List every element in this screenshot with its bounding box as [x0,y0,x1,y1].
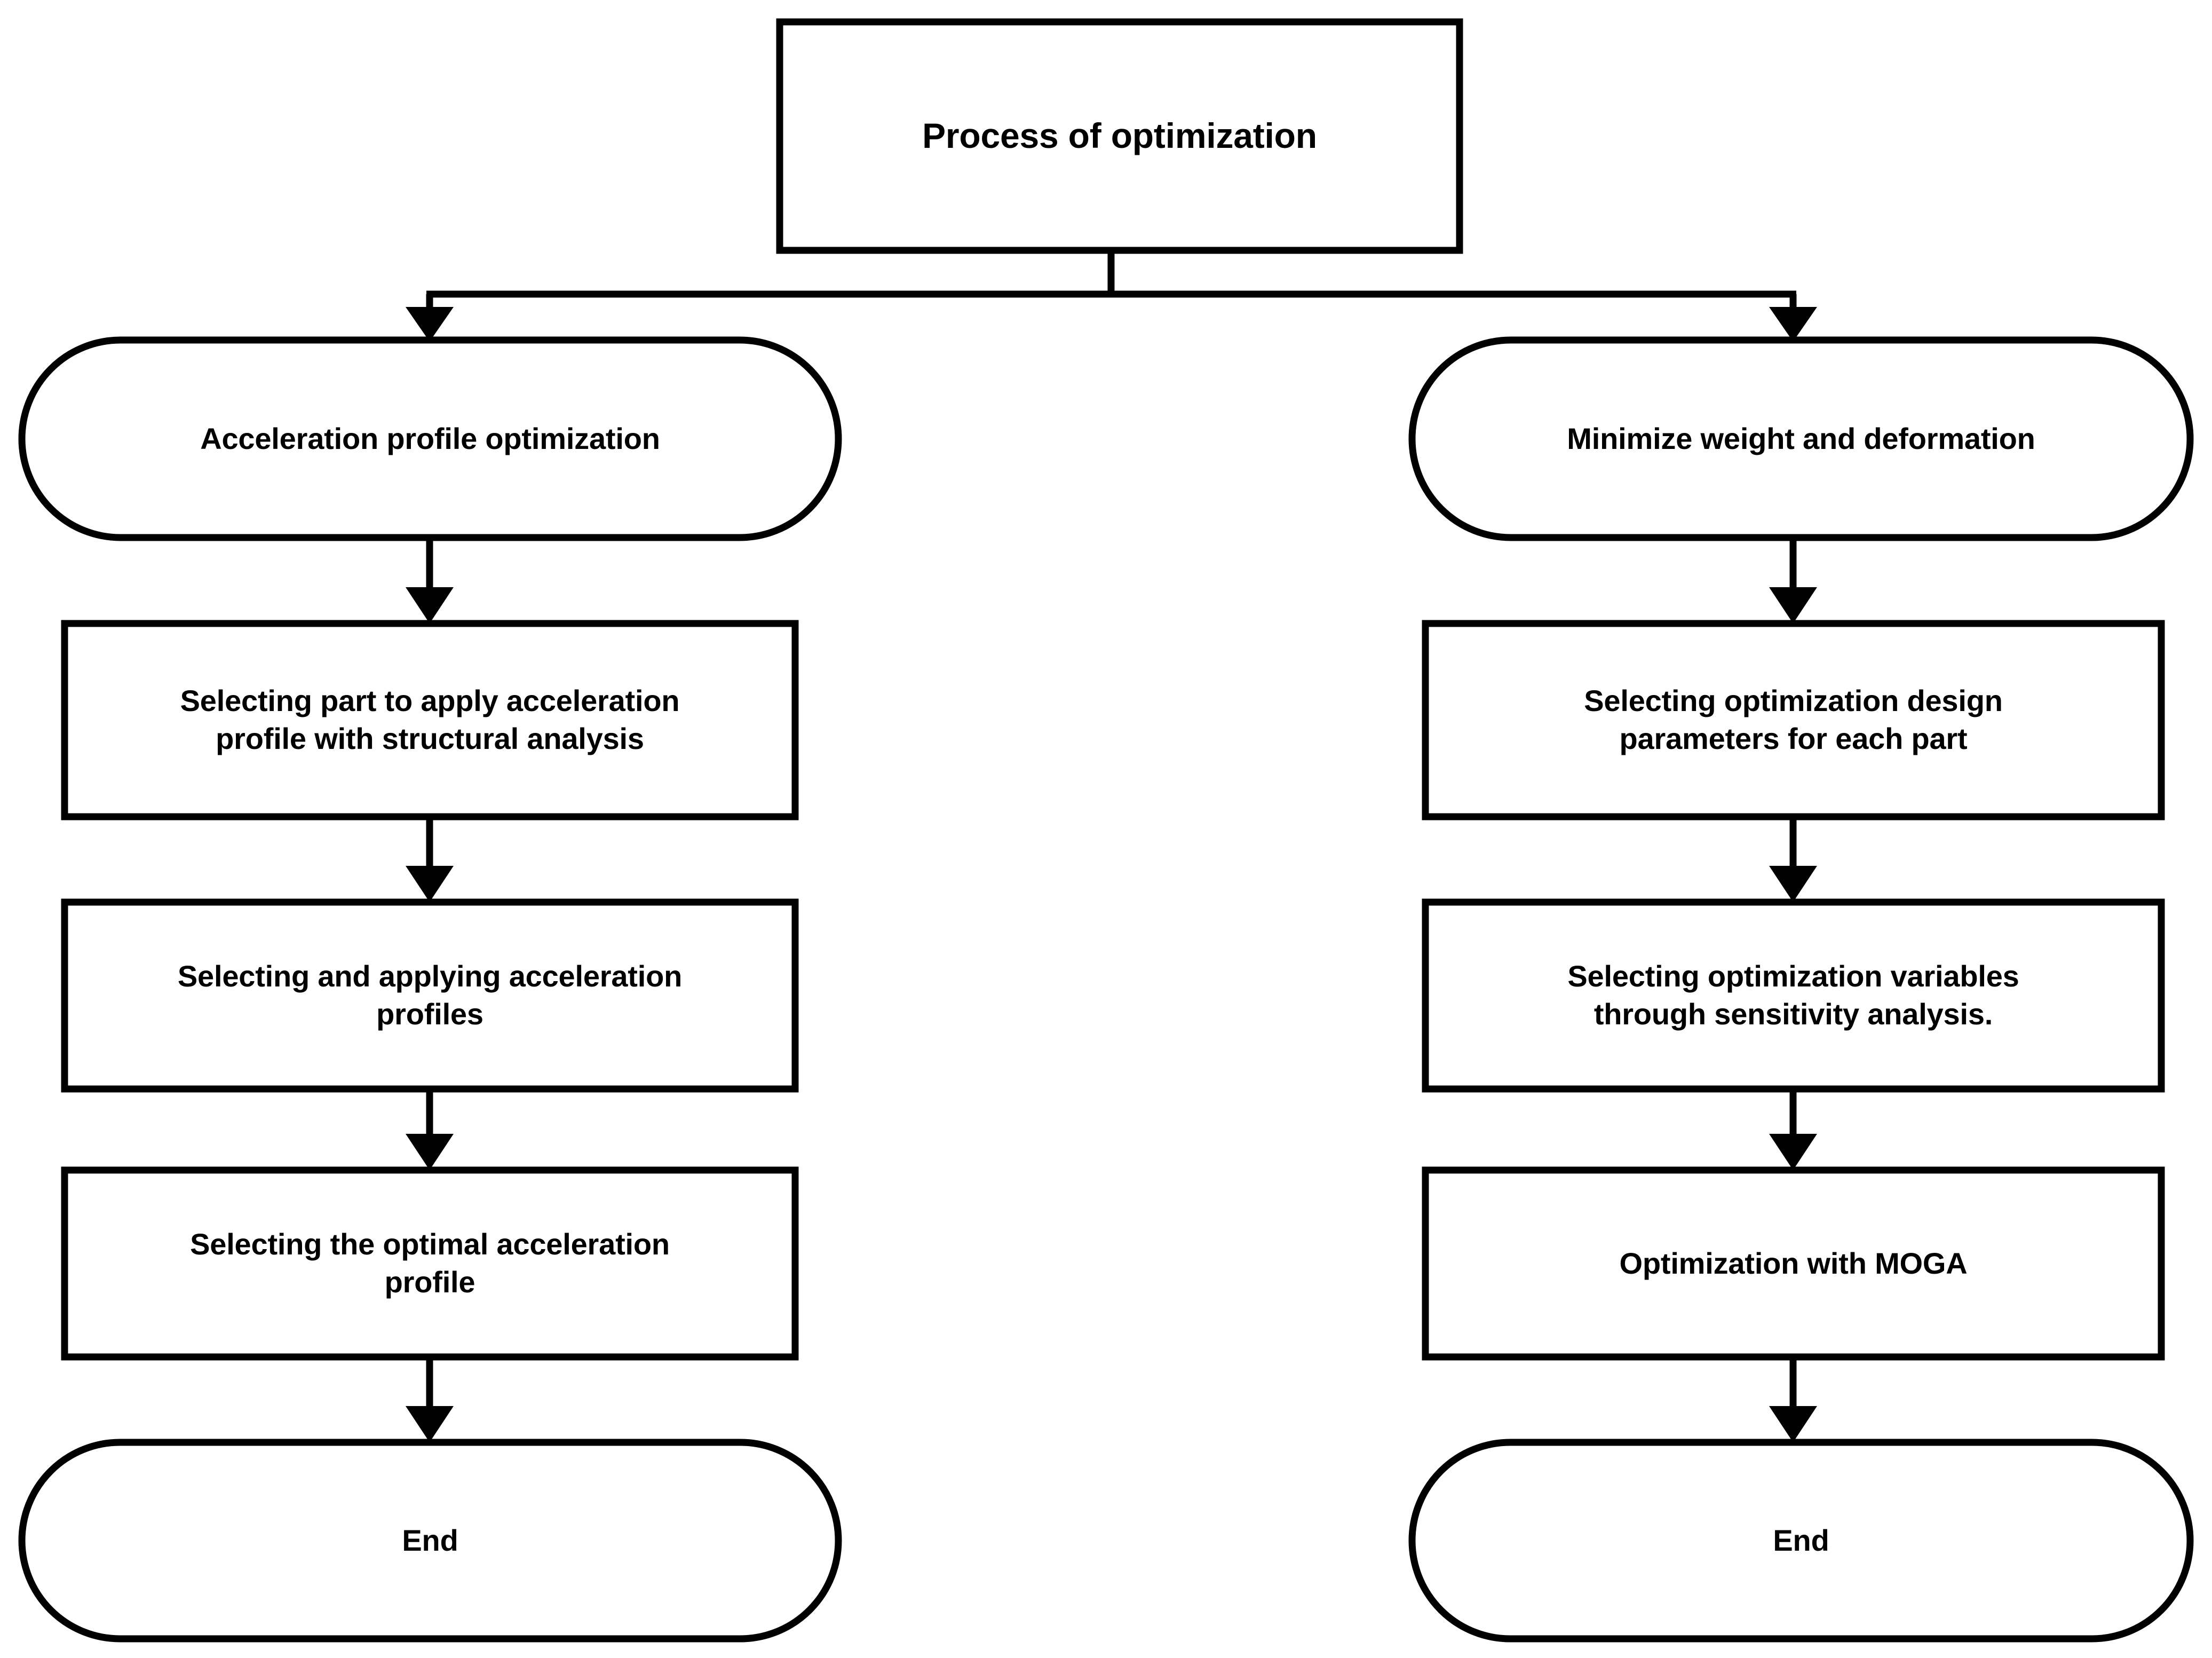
node-shape-left-start[interactable] [18,336,842,541]
node-shape-right-step-1[interactable] [1422,620,2165,820]
arrowhead-right-2 [1769,866,1817,902]
arrowhead-right-3 [1769,1134,1817,1170]
arrowhead-left-4 [406,1406,454,1442]
arrowhead-left-3 [406,1134,454,1170]
node-shape-right-step-2[interactable] [1422,898,2165,1093]
node-shape-left-step-3[interactable] [61,1166,799,1361]
arrowhead-split-left [406,307,454,342]
node-shape-right-step-3[interactable] [1422,1166,2165,1361]
node-shape-left-step-2[interactable] [61,898,799,1093]
node-shape-right-start[interactable] [1408,336,2194,541]
node-shape-left-end[interactable] [18,1439,842,1643]
arrowhead-right-4 [1769,1406,1817,1442]
arrowhead-left-1 [406,587,454,623]
arrowhead-right-1 [1769,587,1817,623]
node-shape-left-step-1[interactable] [61,620,799,820]
arrowhead-left-2 [406,866,454,902]
node-shape-title[interactable] [776,18,1463,254]
node-shape-right-end[interactable] [1408,1439,2194,1643]
arrowhead-split-right [1769,307,1817,342]
